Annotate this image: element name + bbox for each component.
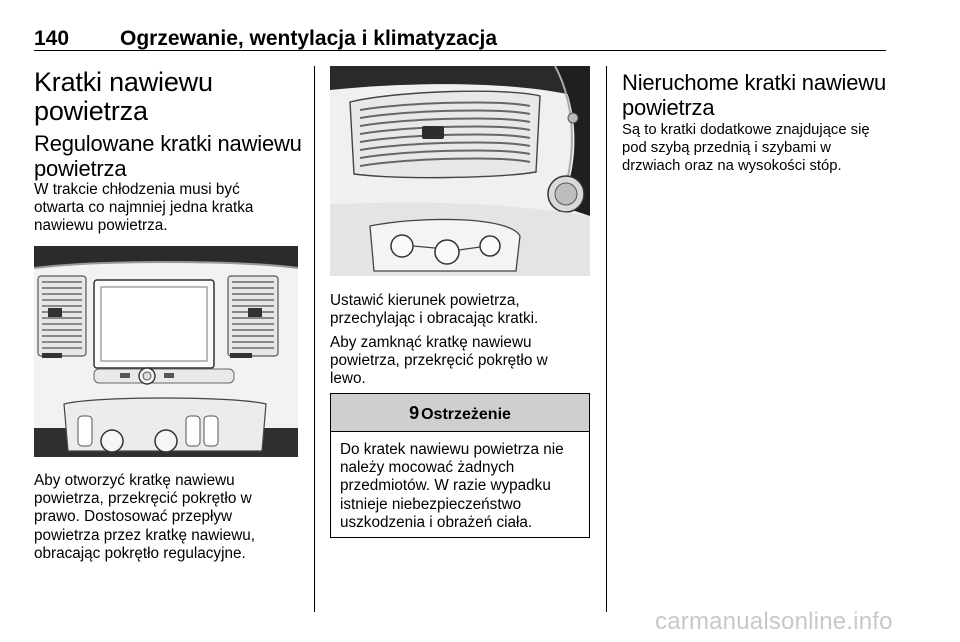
text-line: powietrza, przekręcić pokrętło w [330, 352, 548, 370]
close-vent-paragraph: Aby zamknąć kratkę nawiewu powietrza, pr… [330, 334, 548, 389]
adjust-direction-paragraph: Ustawić kierunek powietrza, przechylając… [330, 292, 538, 328]
text-line: Do kratek nawiewu powietrza nie [340, 441, 564, 458]
text-line: uszkodzenia i obrażeń ciała. [340, 513, 533, 531]
text-line: W trakcie chłodzenia musi być [34, 181, 240, 198]
text-line: otwarta co najmniej jedna kratka [34, 199, 254, 217]
dashboard-vents-illustration [34, 246, 298, 457]
chapter-title: Ogrzewanie, wentylacja i klimatyzacja [120, 27, 498, 50]
warning-icon: 9 [409, 403, 420, 423]
warning-text: Do kratek nawiewu powietrza nie należy m… [340, 441, 585, 532]
vent-closeup-illustration [330, 66, 590, 276]
fixed-vents-heading: Nieruchome kratki nawiewu powietrza [622, 70, 886, 120]
heading-line: powietrza [622, 95, 715, 120]
text-line: należy mocować żadnych [340, 459, 515, 477]
open-vent-paragraph: Aby otworzyć kratkę nawiewu powietrza, p… [34, 472, 255, 563]
subsection-heading-line: powietrza [34, 156, 127, 181]
text-line: istnieje niebezpieczeństwo [340, 495, 522, 513]
text-line: Aby zamknąć kratkę nawiewu [330, 334, 532, 351]
text-line: drzwiach oraz na wysokości stóp. [622, 158, 842, 175]
text-line: pod szybą przednią i szybami w [622, 140, 831, 157]
watermark: carmanualsonline.info [655, 608, 893, 635]
text-line: powietrza przez kratkę nawiewu, [34, 526, 256, 544]
text-line: powietrza, przekręcić pokrętło w [34, 490, 252, 508]
text-line: nawiewu powietrza. [34, 217, 168, 235]
intro-paragraph: W trakcie chłodzenia musi być otwarta co… [34, 181, 253, 236]
text-line: przechylając i obracając kratki. [330, 310, 539, 328]
text-line: obracając pokrętło regulacyjne. [34, 544, 246, 562]
text-line: lewo. [330, 370, 366, 388]
subsection-heading: Regulowane kratki nawiewu powietrza [34, 131, 302, 181]
text-line: przedmiotów. W razie wypadku [340, 477, 551, 495]
section-heading: Kratki nawiewu powietrza [34, 68, 213, 126]
column-divider-right [606, 66, 607, 612]
heading-line: Nieruchome kratki nawiewu [622, 70, 886, 95]
text-line: Ustawić kierunek powietrza, [330, 292, 520, 309]
text-line: Aby otworzyć kratkę nawiewu [34, 472, 235, 489]
column-divider-left [314, 66, 315, 612]
text-line: prawo. Dostosować przepływ [34, 508, 233, 526]
page-header: 140 Ogrzewanie, wentylacja i klimatyzacj… [34, 10, 886, 51]
page-number: 140 [34, 27, 70, 50]
section-heading-line: powietrza [34, 96, 148, 126]
section-heading-line: Kratki nawiewu [34, 67, 213, 97]
warning-title: Ostrzeżenie [421, 406, 511, 423]
text-line: Są to kratki dodatkowe znajdujące się [622, 122, 870, 138]
subsection-heading-line: Regulowane kratki nawiewu [34, 131, 302, 156]
fixed-vents-paragraph: Są to kratki dodatkowe znajdujące się po… [622, 121, 870, 176]
